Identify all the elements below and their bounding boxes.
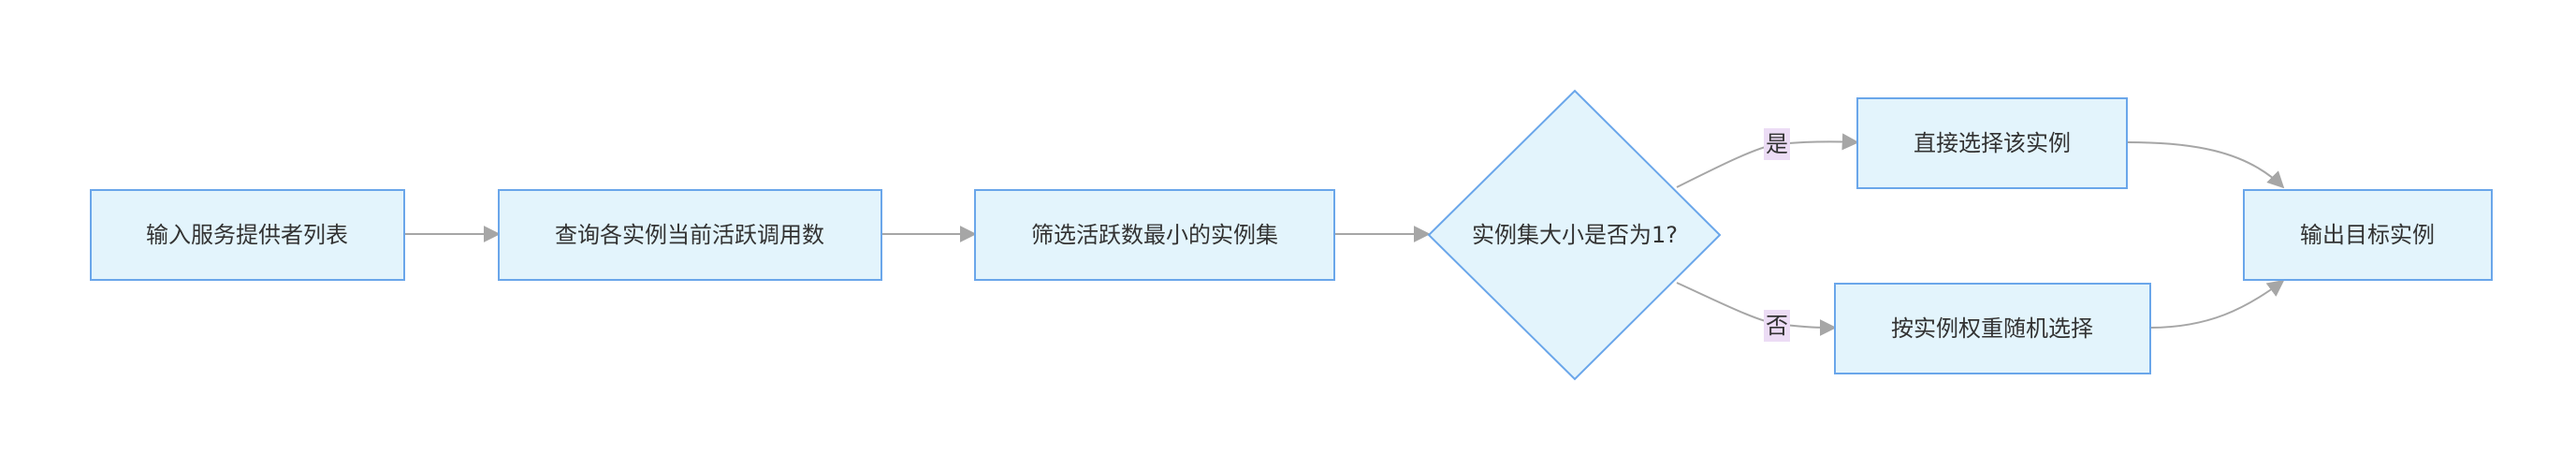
node-filter-min-active: 筛选活跃数最小的实例集: [974, 189, 1335, 281]
svg-text:直接选择该实例: 直接选择该实例: [1914, 130, 2071, 156]
svg-text:输入服务提供者列表: 输入服务提供者列表: [146, 222, 348, 248]
svg-text:按实例权重随机选择: 按实例权重随机选择: [1891, 315, 2093, 342]
edge-direct-to-output: [2126, 141, 2285, 189]
node-input-provider-list: 输入服务提供者列表: [90, 189, 405, 281]
svg-text:筛选活跃数最小的实例集: 筛选活跃数最小的实例集: [1031, 222, 1278, 248]
svg-text:是: 是: [1766, 131, 1788, 157]
svg-text:否: 否: [1766, 313, 1788, 339]
edge-decision-to-weighted: [1676, 282, 1837, 336]
edge-label-yes: 是: [1764, 128, 1790, 160]
node-weighted-random: 按实例权重随机选择: [1834, 283, 2151, 374]
svg-text:实例集大小是否为1?: 实例集大小是否为1?: [1472, 222, 1678, 248]
node-output-target: 输出目标实例: [2243, 189, 2493, 281]
node-query-active-calls: 查询各实例当前活跃调用数: [498, 189, 882, 281]
edge-label-no: 否: [1764, 310, 1790, 342]
svg-text:输出目标实例: 输出目标实例: [2300, 222, 2435, 248]
node-decision-size-is-one: 实例集大小是否为1?: [1427, 89, 1722, 381]
node-direct-select: 直接选择该实例: [1856, 97, 2128, 189]
edge-weighted-to-output: [2149, 279, 2285, 329]
svg-text:查询各实例当前活跃调用数: 查询各实例当前活跃调用数: [555, 222, 824, 248]
